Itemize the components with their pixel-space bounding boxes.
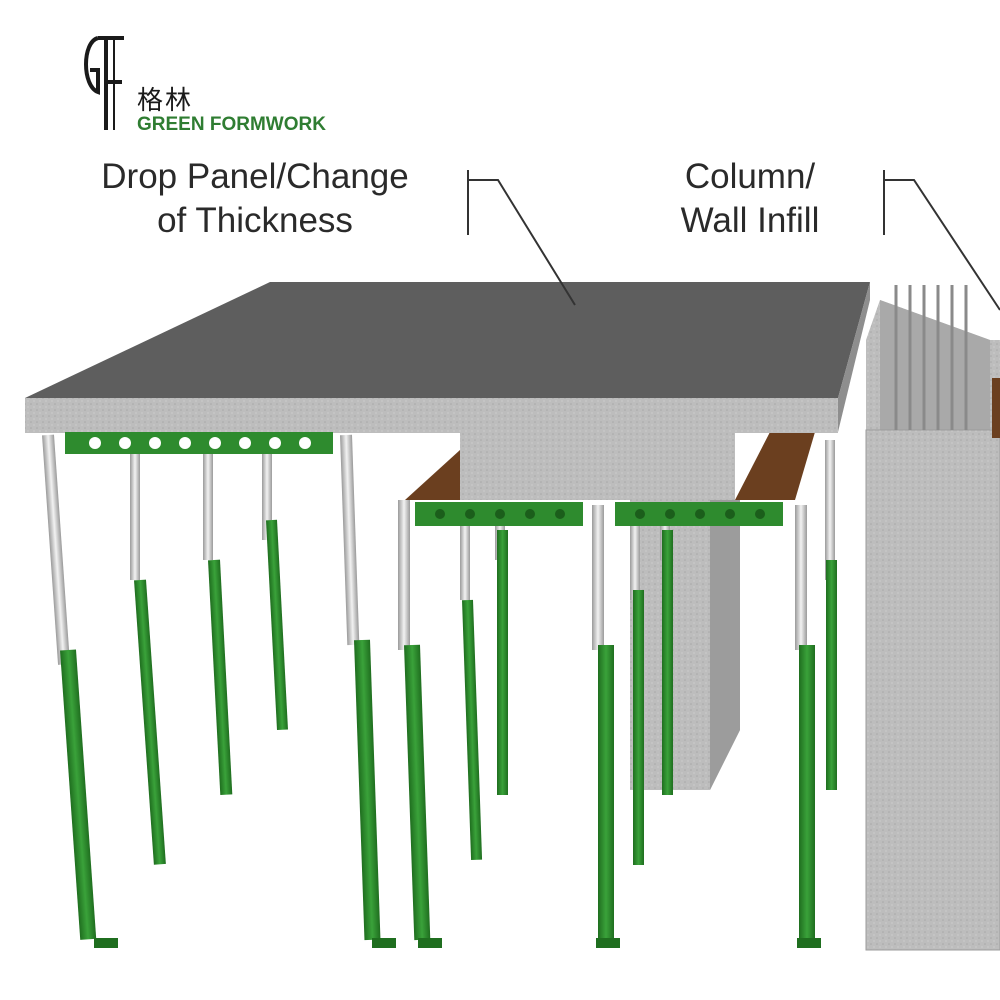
gf-monogram-icon <box>84 36 124 130</box>
brand-chinese-name: 格林 <box>137 86 194 116</box>
callout-column-wall-line1: Column/ <box>684 157 816 196</box>
brand-english-name: GREEN FORMWORK <box>137 114 326 135</box>
drop-panel-column <box>630 500 740 790</box>
callout-column-wall: Column/ Wall Infill <box>640 155 860 243</box>
back-props <box>130 440 837 865</box>
callout-leaders <box>467 170 1000 311</box>
callout-drop-panel-line2: of Thickness <box>157 201 353 240</box>
primary-beams <box>65 432 783 526</box>
timber-deck <box>405 432 815 500</box>
callout-drop-panel: Drop Panel/Change of Thickness <box>60 155 450 243</box>
concrete-slab <box>25 282 870 500</box>
callout-drop-panel-line1: Drop Panel/Change <box>101 157 409 196</box>
front-props <box>42 434 821 948</box>
wall-infill <box>865 285 1000 951</box>
callout-column-wall-line2: Wall Infill <box>680 201 820 240</box>
